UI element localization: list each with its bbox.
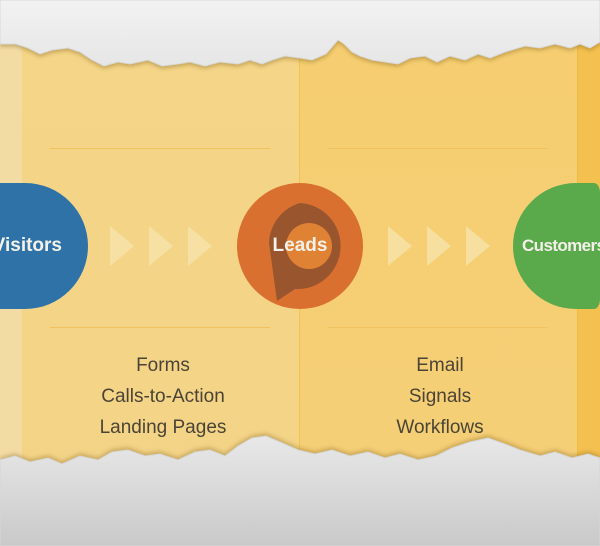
arrow-icon <box>188 226 212 266</box>
list-item: Workflows <box>396 417 484 438</box>
divider <box>50 327 270 328</box>
stage-label: Visitors <box>0 235 62 256</box>
arrow-icon <box>149 226 173 266</box>
close-tools-list: Email Signals Workflows <box>320 350 560 443</box>
list-item: Email <box>416 355 464 376</box>
convert-tools-list: Forms Calls-to-Action Landing Pages <box>43 350 283 443</box>
arrow-icon <box>110 226 134 266</box>
divider <box>50 148 270 149</box>
stage-label: Customers <box>522 236 600 255</box>
divider <box>328 148 548 149</box>
stage-leads: Leads <box>237 183 363 309</box>
divider <box>328 327 548 328</box>
list-item: Forms <box>136 355 190 376</box>
torn-paper-top <box>0 0 600 67</box>
torn-paper-bottom <box>0 435 600 546</box>
list-item: Landing Pages <box>99 417 227 438</box>
list-item: Calls-to-Action <box>101 386 225 407</box>
arrow-icon <box>466 226 490 266</box>
arrow-icon <box>388 226 412 266</box>
list-item: Signals <box>408 386 472 407</box>
hubspot-logo-icon <box>269 203 341 301</box>
arrow-icon <box>427 226 451 266</box>
stage-label: Leads <box>272 235 328 256</box>
